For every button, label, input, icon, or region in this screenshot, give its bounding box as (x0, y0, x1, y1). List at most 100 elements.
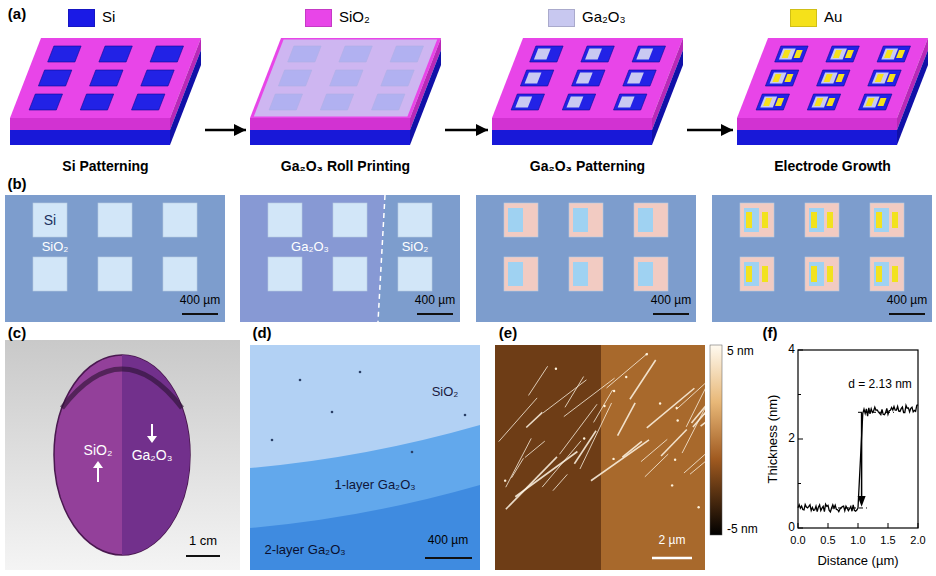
bilayer-region (250, 485, 480, 570)
si-window (33, 257, 67, 291)
tick-label: 0.5 (820, 534, 835, 547)
si-window (268, 257, 302, 291)
scale-bar (889, 313, 925, 315)
step-arrow-head (858, 496, 866, 507)
si-front (737, 130, 897, 145)
micrograph (712, 195, 932, 322)
ga2o3-film (254, 40, 437, 117)
tick (798, 528, 803, 529)
si-window (623, 70, 656, 86)
ga2o3-pattern (760, 96, 777, 107)
si-window (868, 70, 901, 86)
particle (555, 368, 557, 370)
speck (411, 451, 414, 454)
si-window (740, 257, 774, 291)
step-label: Electrode Growth (735, 158, 930, 175)
region-label: SiO₂ (432, 385, 459, 400)
region-label: SiO₂ (402, 240, 429, 255)
ga2o3-pattern (770, 72, 787, 83)
scratch (622, 441, 641, 457)
sio2-front (250, 118, 410, 130)
scale-bar (425, 557, 472, 559)
ga2o3-pattern (872, 72, 889, 83)
ga2o3-pattern (566, 96, 583, 107)
tick-label: 1.0 (850, 534, 865, 547)
scale-bar (417, 313, 453, 315)
si-side (652, 50, 683, 145)
process-arrow (205, 129, 246, 132)
photo-ground (5, 340, 240, 570)
au-electrode (877, 98, 886, 106)
tick (918, 523, 919, 528)
micrograph-ground (240, 195, 460, 322)
ga2o3-pattern (576, 72, 593, 83)
si-window (740, 203, 774, 237)
au-electrode (896, 50, 905, 58)
speck (271, 439, 274, 442)
sio2-front (737, 118, 897, 130)
region-label: Si (44, 212, 56, 228)
scratch (591, 440, 649, 481)
ga2o3-pattern (534, 48, 551, 59)
ga2o3-pattern (744, 262, 759, 286)
afm-image (495, 345, 705, 570)
region-label: SiO₂ (84, 442, 113, 458)
legend-text: Au (824, 8, 842, 25)
si-window (807, 94, 840, 110)
si-window (826, 46, 859, 62)
scratch (512, 458, 524, 478)
colorbar-label: 5 nm (727, 345, 754, 359)
si-window (268, 203, 302, 237)
au-electrode (746, 212, 752, 228)
si-window (163, 257, 197, 291)
scratch (564, 378, 615, 416)
pointer-head (147, 436, 157, 443)
ga2o3-pattern (638, 208, 653, 232)
si-window (634, 203, 668, 237)
si-window (632, 46, 665, 62)
particle (697, 506, 699, 508)
si-window (511, 94, 544, 110)
tick (858, 523, 859, 528)
legend-swatch (548, 9, 575, 27)
particle (583, 437, 585, 439)
au-electrode (824, 74, 833, 82)
micrograph-ground (476, 195, 696, 322)
si-side (170, 50, 201, 145)
si-front (250, 130, 410, 145)
profile-chart (798, 350, 918, 528)
au-electrode (845, 50, 854, 58)
particle (603, 405, 605, 407)
annotation: d = 2.13 nm (848, 378, 912, 392)
pointer-arrow (97, 467, 99, 482)
si-window (877, 46, 910, 62)
tick (798, 350, 803, 351)
sio2-side (897, 38, 928, 130)
step-label: Si Patterning (8, 158, 203, 175)
scale-bar (182, 313, 218, 315)
scratch (594, 390, 613, 423)
speck (331, 411, 334, 414)
particle (612, 458, 614, 460)
si-window (805, 257, 839, 291)
ga2o3-pattern (585, 48, 602, 59)
scratch (645, 454, 668, 477)
panel-letter: (a) (8, 5, 26, 22)
au-electrode (836, 74, 845, 82)
au-electrode (775, 98, 784, 106)
step-label: Ga₂O₃ Patterning (490, 158, 685, 175)
tick (888, 523, 889, 528)
wafer-photo (5, 340, 240, 570)
ga2o3-pattern (863, 96, 880, 107)
process-step: Ga₂O₃ Roll Printing (248, 30, 443, 179)
monolayer-region (250, 425, 480, 570)
si-window (29, 94, 62, 110)
sio2-front (492, 118, 652, 130)
au-electrode (884, 50, 893, 58)
ga2o3-pattern (618, 96, 635, 107)
au-electrode (814, 98, 823, 106)
scratch (543, 380, 586, 413)
si-window (572, 70, 605, 86)
legend-swatch (68, 9, 95, 27)
ga2o3-pattern (779, 48, 796, 59)
